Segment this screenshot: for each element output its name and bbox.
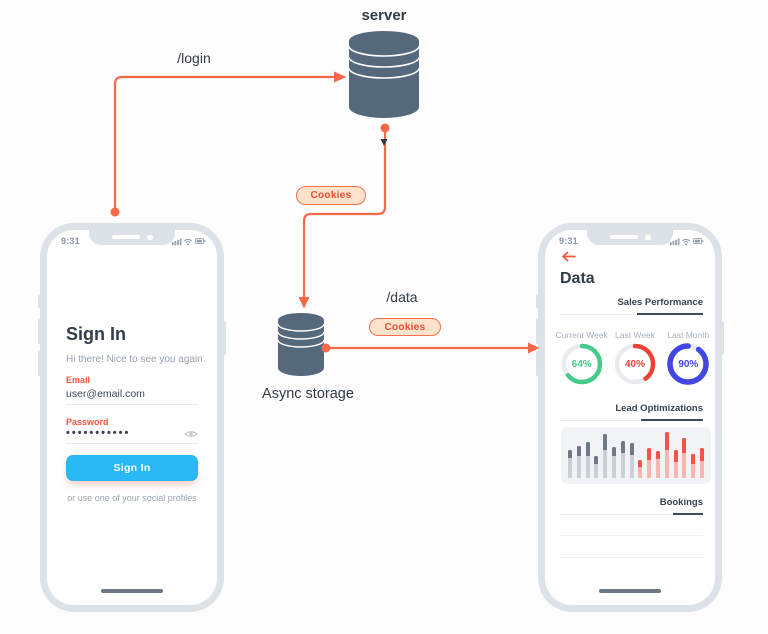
data-phone: 9:31 [536, 223, 724, 612]
status-icons [172, 238, 206, 246]
signal-icon [172, 238, 182, 246]
donut-current-week: 64% [555, 342, 608, 386]
bar [664, 432, 669, 478]
server-database-icon [349, 31, 419, 118]
status-bar: 9:31 [559, 236, 704, 246]
wifi-icon [681, 238, 691, 246]
data-screen: 9:31 [545, 230, 715, 605]
async-storage-database-icon [278, 313, 324, 376]
donut-label-last-week: Last Week [614, 330, 655, 340]
bar [594, 456, 599, 478]
signin-screen: 9:31 [47, 230, 217, 605]
lead-bars [568, 432, 704, 478]
async-storage-label: Async storage [262, 386, 354, 402]
bar [585, 442, 590, 478]
bar [576, 446, 581, 478]
signin-subtitle: Hi there! Nice to see you again. [66, 354, 206, 365]
bar [568, 450, 572, 478]
donut-last-month: 90% [662, 342, 715, 386]
bar [629, 443, 634, 478]
data-edge-label: /data [386, 289, 418, 305]
cookies-arrow [298, 123, 390, 309]
password-field[interactable]: ••••••••••• [66, 427, 131, 439]
server-label: server [361, 7, 407, 24]
list-row-placeholder [560, 557, 703, 558]
camera-dot [645, 234, 651, 240]
camera-dot [147, 234, 153, 240]
email-label: Email [66, 375, 91, 385]
password-underline [66, 443, 198, 444]
sales-divider [560, 313, 703, 316]
status-time: 9:31 [61, 236, 80, 246]
donut-labels-row: Current Week Last Week Last Month [555, 330, 715, 340]
power-button [223, 321, 226, 355]
donut-value: 40% [624, 358, 645, 370]
list-row-placeholder [560, 535, 703, 536]
tab-bookings[interactable]: Bookings [659, 497, 703, 508]
lead-chart-panel [561, 427, 711, 484]
donut-label-last-month: Last Month [667, 330, 710, 340]
tab-sales-performance[interactable]: Sales Performance [617, 297, 703, 308]
bar [603, 434, 608, 478]
signin-button[interactable]: Sign In [66, 455, 198, 481]
home-indicator [101, 589, 163, 593]
show-password-eye-icon[interactable] [184, 429, 198, 439]
home-indicator [599, 589, 661, 593]
donut-last-week: 40% [608, 342, 661, 386]
phone-notch [587, 230, 673, 245]
password-label: Password [66, 417, 109, 427]
mini-down-arrow-icon [380, 139, 388, 146]
speaker-slot [112, 235, 140, 239]
donut-charts-row: 64% 40% 90% [555, 342, 715, 386]
signal-icon [670, 238, 680, 246]
email-field[interactable]: user@email.com [66, 388, 145, 400]
volume-up-button [38, 319, 41, 344]
mute-switch [536, 295, 539, 308]
leads-divider [560, 419, 703, 422]
status-icons [670, 238, 704, 246]
email-underline [66, 404, 198, 405]
bar [699, 448, 704, 478]
social-profiles-text: or use one of your social profiles [67, 493, 197, 503]
status-time: 9:31 [559, 236, 578, 246]
tab-lead-optimizations[interactable]: Lead Optimizations [615, 403, 703, 414]
signin-title: Sign In [66, 324, 126, 344]
cookies-badge-top: Cookies [296, 186, 366, 205]
bar [620, 441, 625, 478]
volume-down-button [38, 351, 41, 376]
donut-value: 90% [678, 358, 699, 370]
battery-icon [693, 238, 704, 245]
battery-icon [195, 238, 206, 245]
back-arrow-icon[interactable] [560, 251, 576, 262]
bar [691, 454, 696, 478]
bar [655, 451, 660, 478]
cookies-badge-mid: Cookies [369, 318, 441, 336]
bar [611, 447, 616, 478]
power-button [721, 321, 724, 355]
wifi-icon [183, 238, 193, 246]
data-arrow [321, 342, 540, 354]
bar [673, 450, 678, 478]
bar [682, 438, 687, 478]
volume-down-button [536, 351, 539, 376]
bar [647, 448, 652, 478]
mute-switch [38, 295, 41, 308]
login-edge-label: /login [177, 50, 211, 66]
donut-label-current-week: Current Week [555, 330, 608, 340]
data-title: Data [560, 270, 595, 287]
speaker-slot [610, 235, 638, 239]
phone-notch [89, 230, 175, 245]
signin-phone: 9:31 [38, 223, 226, 612]
volume-up-button [536, 319, 539, 344]
status-bar: 9:31 [61, 236, 206, 246]
bar [638, 460, 643, 478]
donut-value: 64% [571, 358, 592, 370]
bookings-divider [560, 513, 703, 516]
